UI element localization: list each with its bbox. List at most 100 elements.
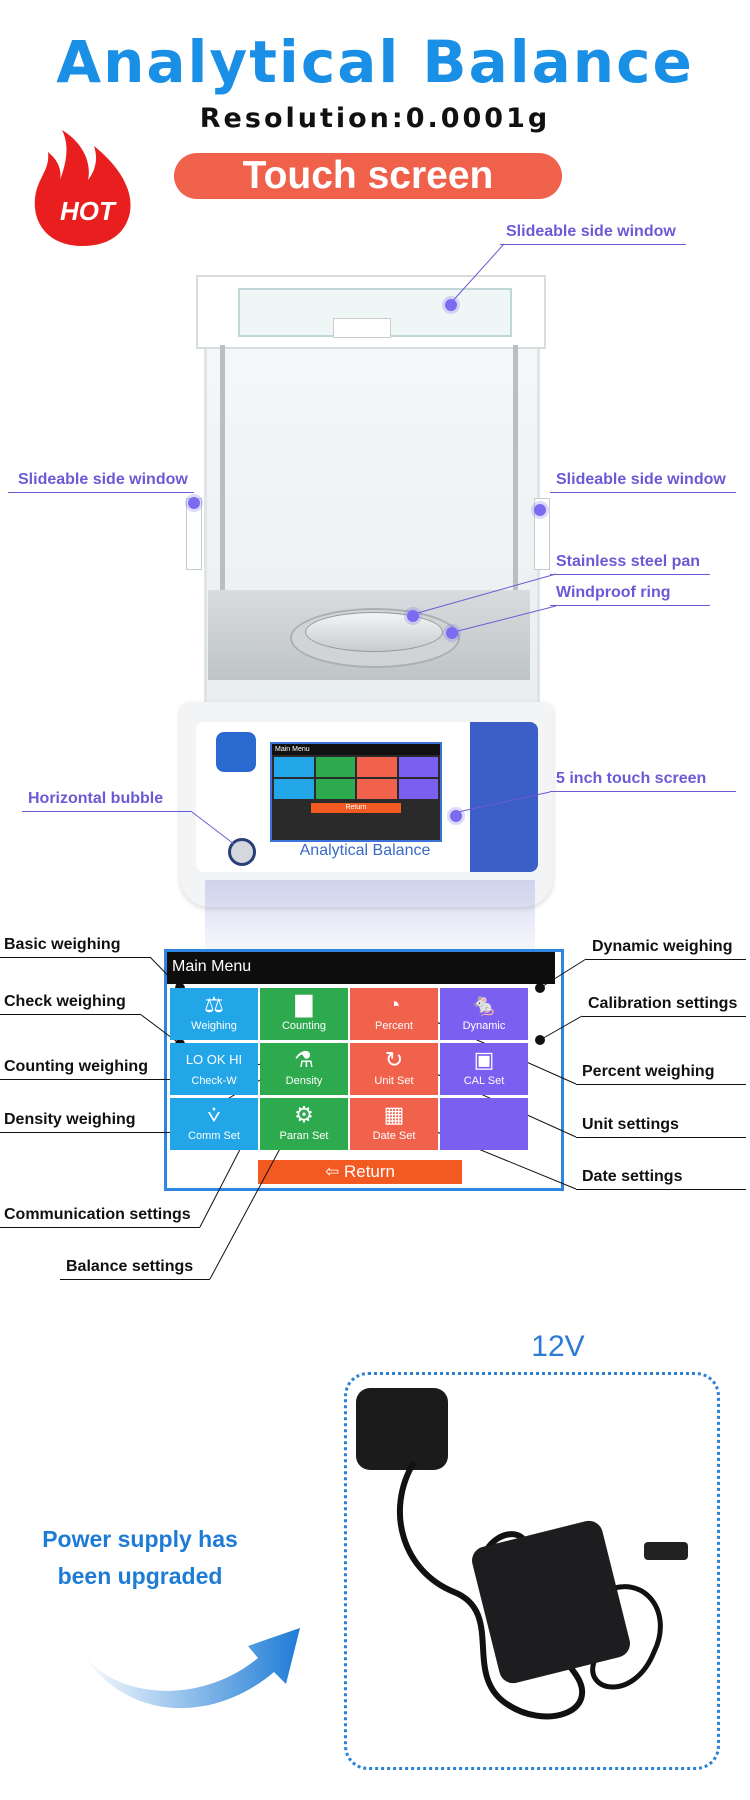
- mini-tile: [398, 757, 438, 777]
- callout-leader: [191, 811, 235, 845]
- label-underline: [576, 1189, 746, 1190]
- label-underline: [0, 1227, 200, 1228]
- mini-tile-grid: [272, 755, 440, 801]
- label-counting-weighing: Counting weighing: [4, 1058, 148, 1075]
- menu-tile-label: Paran Set: [279, 1130, 329, 1142]
- label-date-settings: Date settings: [582, 1168, 683, 1185]
- callout-underline: [500, 244, 686, 245]
- menu-tile-empty: [440, 1098, 528, 1150]
- menu-tile-label: Counting: [281, 1020, 327, 1032]
- mouse-icon: 🐁: [470, 992, 498, 1017]
- refresh-icon: ↻: [384, 1047, 404, 1072]
- label-percent-weighing: Percent weighing: [582, 1063, 715, 1080]
- steel-pan: [305, 612, 443, 652]
- callout-dot: [450, 810, 462, 822]
- menu-tile-label: Density: [285, 1075, 323, 1087]
- mini-tile: [274, 757, 314, 777]
- menu-tile-label: Percent: [375, 1020, 413, 1032]
- arrow-icon: [80, 1628, 300, 1709]
- device-brand-text: Analytical Balance: [299, 842, 431, 859]
- callout-dot: [446, 627, 458, 639]
- callout-screen: 5 inch touch screen: [556, 770, 707, 787]
- return-button[interactable]: ⇦ Return: [258, 1160, 462, 1184]
- power-adapter-frame: [344, 1372, 720, 1770]
- power-plug: [356, 1388, 448, 1470]
- mini-tile: [315, 757, 355, 777]
- label-underline: [576, 1137, 746, 1138]
- flask-icon: ⚗: [294, 1047, 314, 1072]
- label-underline: [576, 1084, 746, 1085]
- callout-dot: [534, 504, 546, 516]
- menu-tile-date-set[interactable]: ▦Date Set: [350, 1098, 438, 1150]
- label-check-weighing: Check weighing: [4, 993, 126, 1010]
- label-dot: [535, 1035, 545, 1045]
- callout-bubble: Horizontal bubble: [28, 790, 164, 807]
- menu-tile-label: Weighing: [191, 1020, 237, 1032]
- label-calibration-settings: Calibration settings: [588, 995, 738, 1012]
- callout-dot: [188, 497, 200, 509]
- resolution-subtitle: Resolution:0.0001g: [199, 103, 551, 134]
- callout-right-window: Slideable side window: [556, 471, 726, 488]
- menu-tile-label: Comm Set: [188, 1130, 240, 1142]
- bars-icon: ▇: [295, 992, 313, 1017]
- menu-tile-paran-set[interactable]: ⚙ Paran Set: [260, 1098, 348, 1150]
- mini-tile: [315, 779, 355, 799]
- page-title: Analytical Balance: [56, 28, 694, 96]
- mini-tile: [398, 779, 438, 799]
- menu-tile-label: Unit Set: [374, 1075, 414, 1087]
- hot-label: HOT: [60, 196, 115, 226]
- callout-leader: [453, 605, 557, 633]
- menu-tile-cal-set[interactable]: ▣CAL Set: [440, 1043, 528, 1095]
- mini-tile: [357, 779, 397, 799]
- hot-badge: HOT: [26, 128, 140, 250]
- callout-dot: [407, 610, 419, 622]
- label-unit-settings: Unit settings: [582, 1116, 679, 1133]
- menu-tile-label: Date Set: [372, 1130, 416, 1142]
- left-rod: [220, 345, 225, 680]
- menu-tile-counting[interactable]: ▇ Counting: [260, 988, 348, 1040]
- callout-underline: [22, 811, 192, 812]
- return-label: Return: [343, 1162, 395, 1181]
- weight-icon: ▣: [473, 1047, 495, 1072]
- callout-underline: [550, 574, 710, 575]
- gear-icon: ⚙: [294, 1102, 314, 1127]
- label-underline: [0, 1014, 140, 1015]
- label-balance-settings: Balance settings: [66, 1258, 194, 1275]
- label-communication-settings: Communication settings: [4, 1206, 191, 1223]
- callout-left-window: Slideable side window: [18, 471, 188, 488]
- menu-tile-dynamic[interactable]: 🐁 Dynamic: [440, 988, 528, 1040]
- label-underline: [60, 1279, 210, 1280]
- menu-tile-weighing[interactable]: ⚖Weighing: [170, 988, 258, 1040]
- flame-icon: [34, 130, 131, 246]
- callout-underline: [550, 492, 736, 493]
- menu-tile-density[interactable]: ⚗ Density: [260, 1043, 348, 1095]
- right-window-handle: [534, 498, 550, 570]
- right-rod: [513, 345, 518, 680]
- mini-return-button: Return: [311, 803, 401, 813]
- label-basic-weighing: Basic weighing: [4, 936, 121, 953]
- menu-tile-percent[interactable]: ◔ Percent: [350, 988, 438, 1040]
- callout-pan: Stainless steel pan: [556, 553, 701, 570]
- callout-top-window: Slideable side window: [506, 223, 676, 240]
- callout-dot: [445, 299, 457, 311]
- menu-tile-label: Dynamic: [462, 1020, 506, 1032]
- callout-leader: [449, 243, 505, 305]
- pie-icon: ◔: [387, 992, 401, 1017]
- touch-screen-badge: Touch screen: [174, 153, 562, 199]
- mini-touch-screen: Main Menu Return: [270, 742, 442, 842]
- mini-screen-title: Main Menu: [272, 744, 440, 755]
- main-menu-title: Main Menu: [172, 958, 252, 975]
- label-underline: [0, 957, 150, 958]
- return-icon: ⇦: [324, 1162, 340, 1181]
- callout-underline: [8, 492, 194, 493]
- menu-tile-unit-set[interactable]: ↻ Unit Set: [350, 1043, 438, 1095]
- voltage-label: 12V: [531, 1330, 585, 1363]
- label-underline: [582, 1016, 746, 1017]
- label-density-weighing: Density weighing: [4, 1111, 136, 1128]
- callout-underline: [550, 791, 736, 792]
- menu-tile-comm-set[interactable]: ⩒Comm Set: [170, 1098, 258, 1150]
- label-underline: [0, 1132, 170, 1133]
- callout-leader: [413, 573, 557, 615]
- power-text-line2: been upgraded: [57, 1563, 223, 1589]
